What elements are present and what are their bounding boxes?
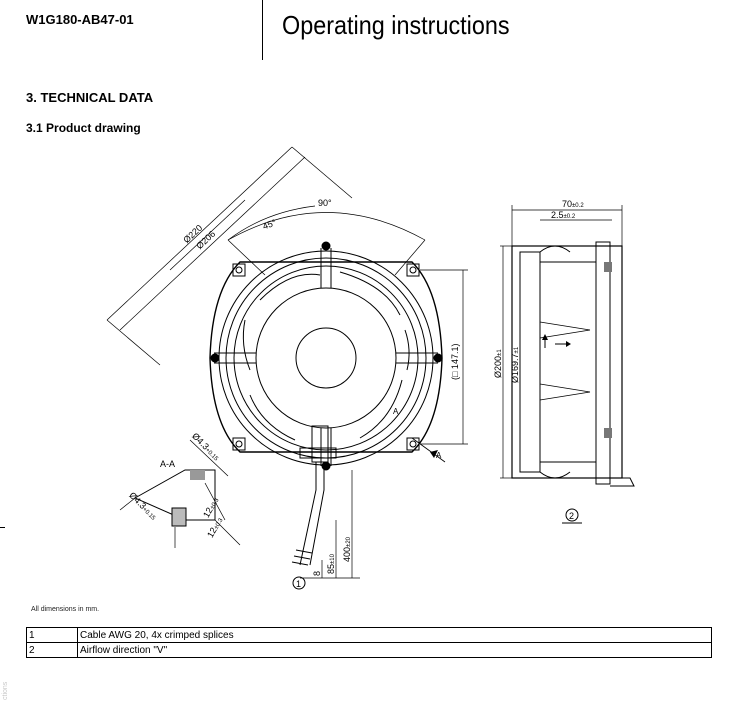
legend-text: Cable AWG 20, 4x crimped splices: [77, 627, 712, 643]
dim-angle-90: 90°: [318, 198, 332, 208]
callout-1-label: 1: [296, 579, 301, 589]
outer-ring: [218, 250, 434, 466]
subsection-heading: 3.1 Product drawing: [26, 121, 141, 135]
dim-square: (□ 147.1): [450, 344, 460, 380]
crimp-splice: [295, 549, 313, 554]
margin-tick: [0, 527, 5, 528]
section-title: A-A: [160, 459, 175, 469]
dim-width-70: 70±0.2: [562, 199, 584, 209]
mounting-hole: [406, 263, 420, 277]
cable-2: [309, 462, 325, 566]
section-mark-a: A: [436, 451, 442, 460]
fan-blade: [404, 329, 410, 371]
legend-table: 1 Cable AWG 20, 4x crimped splices 2 Air…: [26, 627, 712, 658]
fan-blade: [242, 319, 251, 371]
side-dimensions: [500, 205, 623, 479]
dimensions-note: All dimensions in mm.: [31, 606, 100, 613]
section-heading: 3. TECHNICAL DATA: [26, 90, 154, 105]
diagonal-dimensions: [106, 146, 426, 366]
legend-number: 1: [26, 627, 78, 643]
ring-node: [210, 353, 220, 363]
header-divider: [262, 0, 263, 60]
fan-blade: [339, 271, 401, 316]
square-dimension: [420, 269, 468, 445]
front-view: [209, 241, 443, 566]
product-drawing: Ø220 Ø206 90° 45° (□ 147.1) A A A-A Ø4.3…: [106, 146, 635, 590]
inner-ring: [233, 265, 419, 451]
mounting-hole: [232, 437, 246, 451]
dim-cable-400: 400±20: [342, 536, 352, 562]
hub-inner: [295, 327, 357, 389]
dim-width-25: 2.5±0.2: [551, 210, 576, 220]
fan-blade: [359, 379, 403, 439]
cable-gland-base: [299, 447, 337, 459]
cable-dimensions: [300, 470, 360, 579]
dim-angle-45: 45°: [261, 217, 278, 231]
mounting-hole: [406, 437, 420, 451]
ring-node: [321, 241, 331, 251]
housing-outline: [209, 261, 443, 453]
dim-depth-b: 12±0.3: [205, 515, 225, 539]
ring-node: [321, 461, 331, 471]
ring-node: [433, 353, 443, 363]
dim-dia-1697: Ø169.7±1: [510, 346, 520, 383]
cable: [299, 462, 317, 566]
fan-blade: [249, 394, 296, 441]
section-mark-a: A: [393, 407, 399, 416]
crimp-splice: [293, 555, 311, 560]
hub-outer: [255, 287, 397, 429]
callout-1: [292, 576, 306, 590]
dim-cable-8: 8: [312, 571, 322, 576]
side-watermark: ctions: [2, 681, 9, 700]
callout-2-label: 2: [569, 511, 574, 521]
crimp-splice: [291, 561, 309, 566]
side-view: [511, 241, 635, 487]
document-title: Operating instructions: [282, 10, 510, 40]
dim-cable-85: 85±10: [326, 553, 336, 574]
dim-depth-a: 12±0.3: [201, 495, 221, 519]
legend-number: 2: [26, 642, 78, 658]
section-a-a: [119, 439, 241, 548]
fan-blade: [259, 273, 321, 301]
document-id: W1G180-AB47-01: [26, 12, 134, 27]
callout-2: [562, 508, 582, 524]
cable-gland: [311, 425, 329, 463]
table-row: 1 Cable AWG 20, 4x crimped splices: [26, 627, 712, 643]
section-arrow: [411, 437, 446, 463]
dim-hole-dia: Ø4.3+0.15: [190, 431, 222, 463]
dim-dia-200: Ø200±1: [493, 349, 503, 378]
side-body: [511, 245, 623, 479]
table-row: 2 Airflow direction "V": [26, 642, 712, 658]
section-arrow-head: [430, 450, 438, 458]
mounting-hole: [232, 263, 246, 277]
legend-text: Airflow direction "V": [77, 642, 712, 658]
